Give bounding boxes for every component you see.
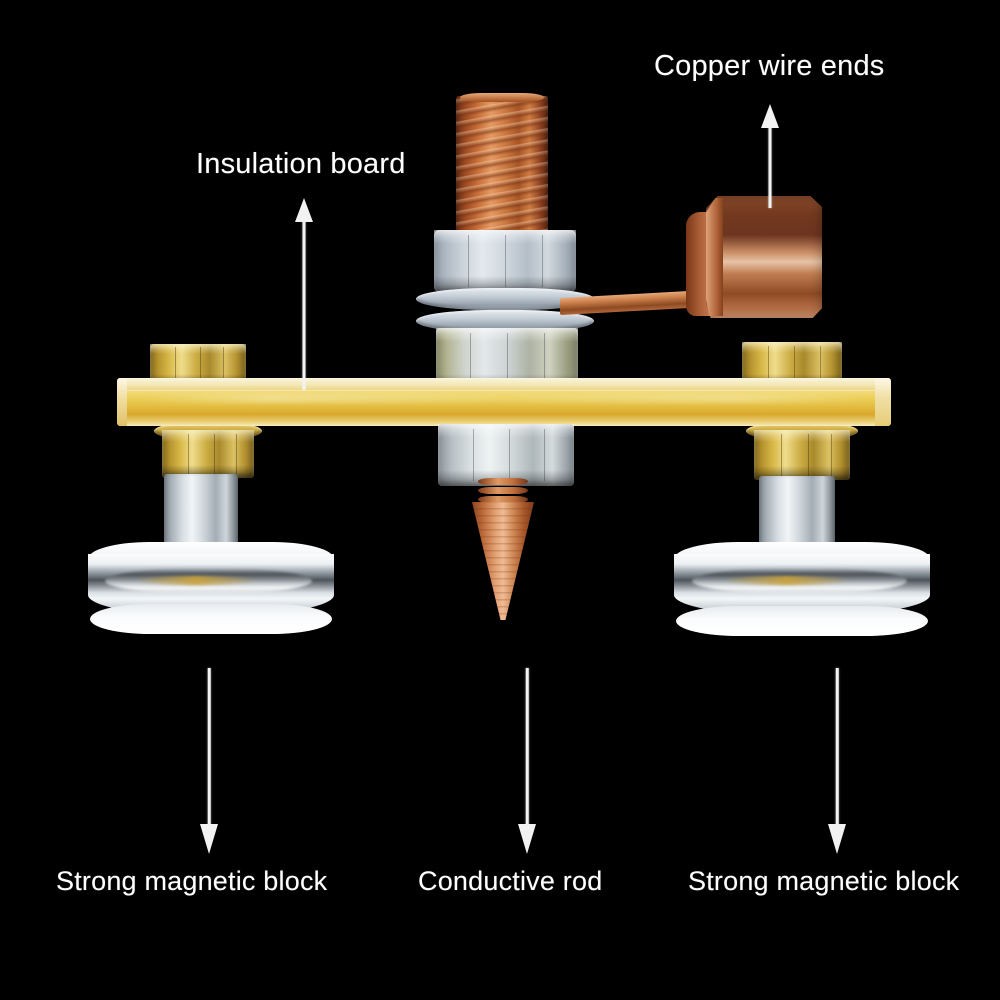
strong-magnetic-block-left-arrow-icon — [196, 668, 222, 854]
copper-tip-thread-ring — [478, 487, 528, 494]
label-conductive-rod: Conductive rod — [418, 866, 603, 896]
insulation-board-front-face — [118, 390, 890, 426]
zinc-washer-lower — [416, 310, 594, 332]
copper-lug-plate-edge — [706, 198, 723, 316]
conductive-rod-arrow-icon — [514, 668, 540, 854]
magnet-disc-reflection-left — [132, 576, 261, 585]
copper-tip-thread-ring — [478, 496, 528, 503]
conductive-rod-copper-tip — [472, 476, 534, 620]
label-strong-magnetic-block-right: Strong magnetic block — [688, 866, 960, 896]
label-insulation-board: Insulation board — [196, 148, 406, 180]
zinc-washer-upper — [416, 288, 594, 310]
magnet-disc-reflection-right — [720, 576, 854, 585]
gold-hex-nut-bottom-left — [162, 430, 254, 478]
copper-wire-ends-arrow-icon — [758, 104, 782, 208]
insulation-board-right-end — [875, 378, 891, 426]
gold-hex-nut-bottom-right — [754, 430, 850, 480]
zinc-hex-nut-under-board — [438, 424, 574, 486]
copper-lug-plate — [706, 196, 822, 318]
insulation-board-top-face — [118, 378, 890, 391]
copper-tip-thread-ring — [478, 478, 528, 485]
label-copper-wire-ends: Copper wire ends — [654, 50, 885, 82]
zinc-hex-nut-upper — [434, 230, 576, 292]
conductive-rod-threaded-stud — [456, 93, 548, 244]
magnet-disc-bottom-right — [676, 606, 928, 636]
insulation-board-arrow-icon — [292, 198, 316, 390]
insulation-board-highlight — [141, 394, 867, 403]
magnet-disc-right — [674, 542, 930, 636]
magnet-disc-bottom-left — [90, 604, 332, 634]
copper-wire-end-lug — [560, 196, 822, 332]
strong-magnetic-block-right-arrow-icon — [824, 668, 850, 854]
copper-tip-cone — [472, 502, 534, 620]
insulation-board — [117, 378, 891, 426]
copper-thread-texture — [456, 96, 548, 244]
magnet-disc-left — [88, 542, 334, 634]
copper-rod-top-rim — [460, 93, 544, 102]
label-strong-magnetic-block-left: Strong magnetic block — [56, 866, 328, 896]
insulation-board-left-end — [117, 378, 127, 426]
